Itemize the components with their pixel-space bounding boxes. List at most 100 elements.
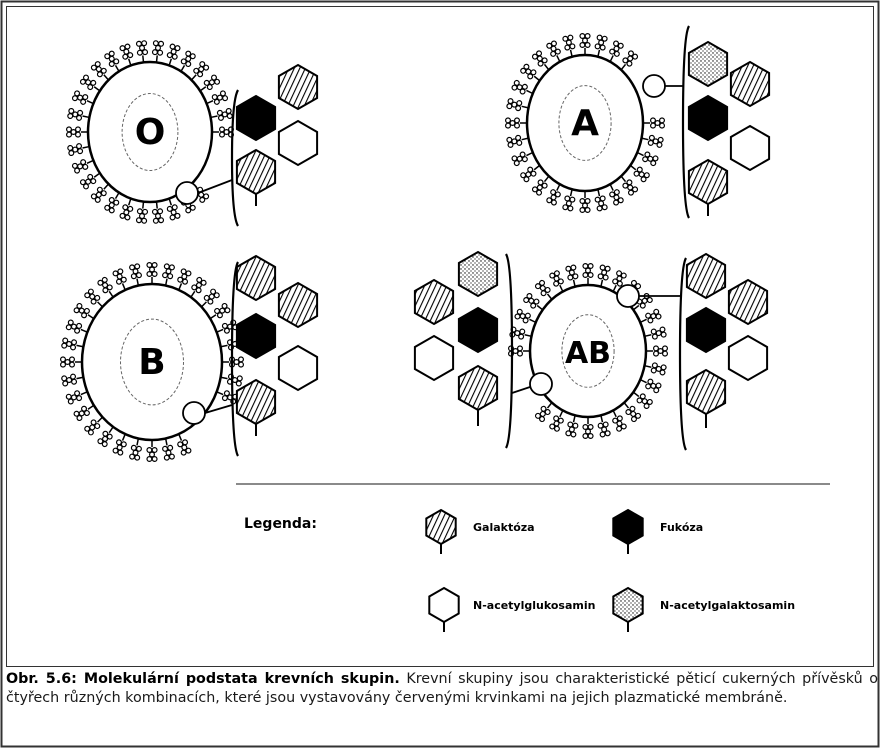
antigen-cluster xyxy=(565,265,580,288)
antigen-bead xyxy=(68,150,74,156)
antigen-stalk xyxy=(109,427,113,433)
antigen-bead xyxy=(153,218,158,223)
antigen-stalk xyxy=(143,202,144,209)
antigen-bead xyxy=(169,454,175,460)
sugar-empty xyxy=(415,336,453,380)
antigen-bead xyxy=(62,381,68,387)
antigen-bead xyxy=(129,454,135,460)
cell-letter-b: B xyxy=(138,342,165,383)
antigen-bead xyxy=(602,204,608,210)
antigen-bead xyxy=(565,266,571,272)
cell-letter-ab: AB xyxy=(565,336,611,371)
sugar-hatched xyxy=(729,280,767,324)
sugar-solid xyxy=(459,308,497,352)
bracket-ab-left xyxy=(506,254,512,448)
antigen-bead xyxy=(147,263,152,268)
legend-label: N-acetylgalaktosamin xyxy=(660,599,795,612)
antigen-bead xyxy=(661,332,667,338)
antigen-bead xyxy=(588,434,593,439)
sugar-hatched xyxy=(687,254,725,298)
antigen-cluster xyxy=(161,264,175,287)
antigen-stalk xyxy=(210,315,216,319)
legend-swatch-empty xyxy=(429,588,458,622)
antigen-cluster xyxy=(646,346,667,356)
antigen-cluster xyxy=(583,264,593,285)
antigen-stalk xyxy=(557,184,560,190)
antigen-stalk xyxy=(637,153,643,156)
sugar-empty xyxy=(279,346,317,390)
antigen-stalk xyxy=(640,380,646,383)
antigen-bead xyxy=(660,118,665,123)
antigen-stalk xyxy=(116,193,120,199)
antigen-cluster xyxy=(67,108,90,122)
antigen-stalk xyxy=(200,87,206,91)
legend-item-empty: N-acetylglukosamin xyxy=(429,588,595,632)
antigen-stalk xyxy=(534,76,539,80)
antigen-bead xyxy=(506,123,511,128)
antigen-cluster xyxy=(593,35,608,58)
blood-group-diagram: OABAB Legenda:GalaktózaFukózaN-acetylglu… xyxy=(0,0,880,668)
antigen-stalk xyxy=(191,291,195,297)
antigen-stalk xyxy=(547,294,551,299)
antigen-stalk xyxy=(534,165,539,169)
chain-b xyxy=(237,256,317,436)
antigen-bead xyxy=(61,357,66,362)
antigen-cluster xyxy=(596,265,611,288)
antigen-cluster xyxy=(596,414,611,437)
antigen-bead xyxy=(164,264,170,270)
chain-ab-right xyxy=(687,254,767,428)
antigen-stalk xyxy=(526,90,532,93)
antigen-bead xyxy=(571,432,577,438)
antigen-stalk xyxy=(156,202,157,209)
antigen-bead xyxy=(657,142,663,148)
antigen-cluster xyxy=(136,41,148,63)
antigen-cluster xyxy=(506,133,529,148)
antigen-bead xyxy=(508,142,514,148)
antigen-cluster xyxy=(129,264,143,287)
antigen-stalk xyxy=(544,176,548,181)
sugar-hatched xyxy=(731,62,769,106)
antigen-stalk xyxy=(179,283,182,289)
antigen-stalk xyxy=(98,302,103,307)
antigen-stalk xyxy=(610,184,613,190)
antigen-cluster xyxy=(580,191,590,212)
antigen-cluster xyxy=(562,188,577,211)
legend-item-hatched: Galaktóza xyxy=(426,510,534,554)
antigen-stalk xyxy=(137,279,138,286)
legend-item-dotted: N-acetylgalaktosamin xyxy=(613,588,795,632)
legend-swatch-dotted xyxy=(613,588,642,622)
legend-item-solid: Fukóza xyxy=(613,510,703,554)
antigen-stalk xyxy=(88,315,94,319)
antigen-cluster xyxy=(643,118,664,128)
antigen-stalk xyxy=(640,319,646,322)
antigen-bead xyxy=(571,265,577,271)
antigen-stalk xyxy=(109,291,113,297)
antigen-bead xyxy=(658,137,664,143)
antigen-cluster xyxy=(152,41,164,63)
antigen-bead xyxy=(562,204,568,210)
antigen-cluster xyxy=(147,440,157,461)
antigen-stalk xyxy=(544,64,548,69)
antigen-stalk xyxy=(94,87,100,91)
antigen-bead xyxy=(147,457,152,462)
legend-swatch-solid xyxy=(613,510,642,544)
antigen-cluster xyxy=(643,327,666,342)
antigen-bead xyxy=(61,343,67,349)
antigen-bead xyxy=(227,113,233,119)
antigen-stalk xyxy=(630,165,635,169)
antigen-bead xyxy=(508,98,514,104)
antigen-bead xyxy=(580,208,585,213)
sugar-hatched xyxy=(279,283,317,327)
antigen-cluster xyxy=(129,438,143,461)
antigen-cluster xyxy=(136,201,148,223)
antigen-bead xyxy=(61,362,66,367)
antigen-stalk xyxy=(547,403,551,408)
antigen-stalk xyxy=(166,439,167,446)
antigen-bead xyxy=(597,206,603,212)
antigen-bead xyxy=(506,118,511,123)
cell-letter-a: A xyxy=(571,103,599,144)
antigen-stalk xyxy=(526,153,532,156)
antigen-bead xyxy=(169,265,175,271)
antigen-bead xyxy=(68,108,74,114)
antigen-bead xyxy=(122,204,128,210)
